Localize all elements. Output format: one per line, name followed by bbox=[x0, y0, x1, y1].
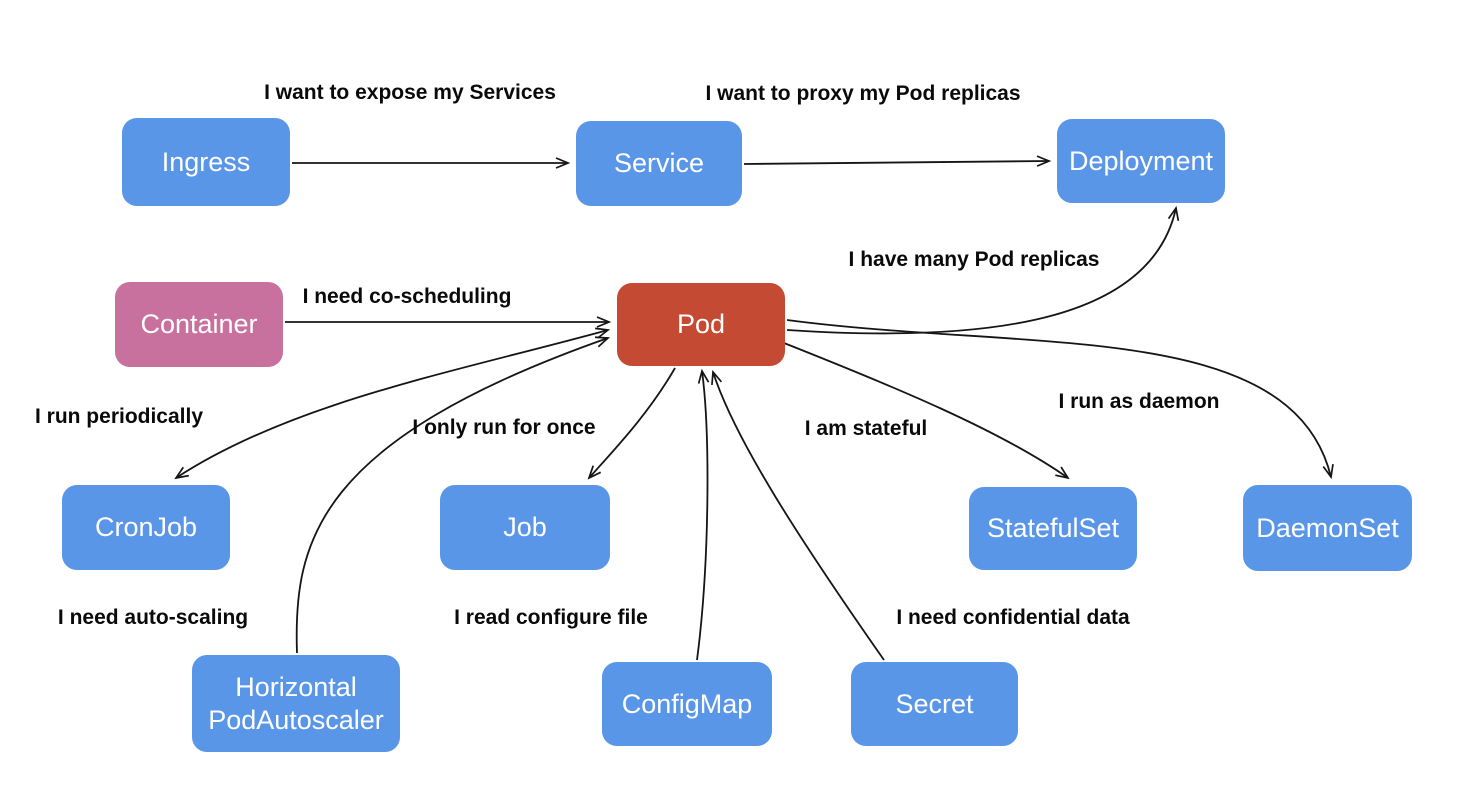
node-secret: Secret bbox=[851, 662, 1018, 746]
node-job: Job bbox=[440, 485, 610, 570]
arrow-pod-to-job bbox=[589, 367, 676, 478]
node-container: Container bbox=[115, 282, 283, 367]
node-pod: Pod bbox=[617, 283, 785, 366]
arrow-configmap-to-pod bbox=[696, 371, 707, 661]
edge-label-proxy-pod-replicas: I want to proxy my Pod replicas bbox=[705, 82, 1021, 105]
edge-label-expose-services: I want to expose my Services bbox=[264, 81, 556, 104]
arrow-pod-to-statefulset bbox=[783, 342, 1068, 478]
node-configmap: ConfigMap bbox=[602, 662, 772, 746]
edge-label-stateful: I am stateful bbox=[804, 417, 928, 440]
arrow-hpa-to-pod bbox=[295, 338, 608, 654]
edge-label-co-scheduling: I need co-scheduling bbox=[302, 285, 512, 308]
edge-label-read-configure-file: I read configure file bbox=[454, 606, 648, 629]
edge-label-run-periodically: I run periodically bbox=[34, 405, 204, 428]
edge-label-run-as-daemon: I run as daemon bbox=[1058, 390, 1220, 413]
node-deployment: Deployment bbox=[1057, 119, 1225, 203]
edge-label-auto-scaling: I need auto-scaling bbox=[57, 606, 249, 629]
arrow-pod-to-daemonset bbox=[786, 319, 1331, 477]
arrow-pod-to-deployment bbox=[786, 208, 1176, 335]
edge-label-many-pod-replicas: I have many Pod replicas bbox=[848, 248, 1100, 271]
node-cronjob: CronJob bbox=[62, 485, 230, 570]
node-horizontal-pod-autoscaler: Horizontal PodAutoscaler bbox=[192, 655, 400, 752]
arrow-secret-to-pod bbox=[713, 372, 885, 661]
arrow-pod-cronjob-bidirectional bbox=[176, 330, 608, 478]
edge-label-confidential-data: I need confidential data bbox=[896, 606, 1130, 629]
node-ingress: Ingress bbox=[122, 118, 290, 206]
node-statefulset: StatefulSet bbox=[969, 487, 1137, 570]
edge-label-run-for-once: I only run for once bbox=[412, 416, 596, 439]
node-daemonset: DaemonSet bbox=[1243, 485, 1412, 571]
node-service: Service bbox=[576, 121, 742, 206]
arrow-service-to-deployment bbox=[743, 161, 1049, 164]
